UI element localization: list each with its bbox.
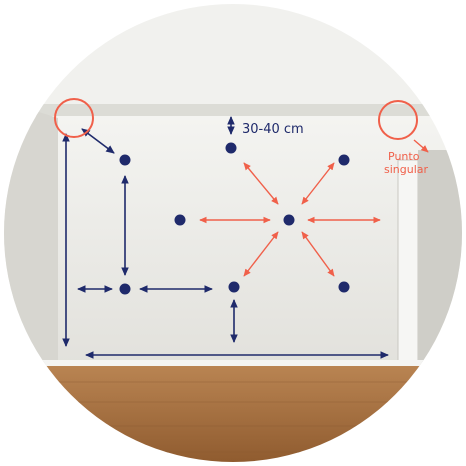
dot <box>229 282 240 293</box>
dot <box>120 284 131 295</box>
ceiling <box>0 0 466 112</box>
dot <box>120 155 131 166</box>
dot <box>226 143 237 154</box>
crown-molding <box>0 104 466 116</box>
singular-point-label-line1: Punto <box>388 150 420 163</box>
dot <box>175 215 186 226</box>
door-frame <box>398 160 418 380</box>
spacing-label: 30-40 cm <box>242 122 304 137</box>
singular-point-label-line2: singular <box>384 163 429 176</box>
wood-floor <box>0 366 466 466</box>
right-side-wall <box>418 150 466 390</box>
dot <box>339 155 350 166</box>
dot <box>339 282 350 293</box>
left-side-wall <box>0 100 58 380</box>
center-dot <box>284 215 295 226</box>
